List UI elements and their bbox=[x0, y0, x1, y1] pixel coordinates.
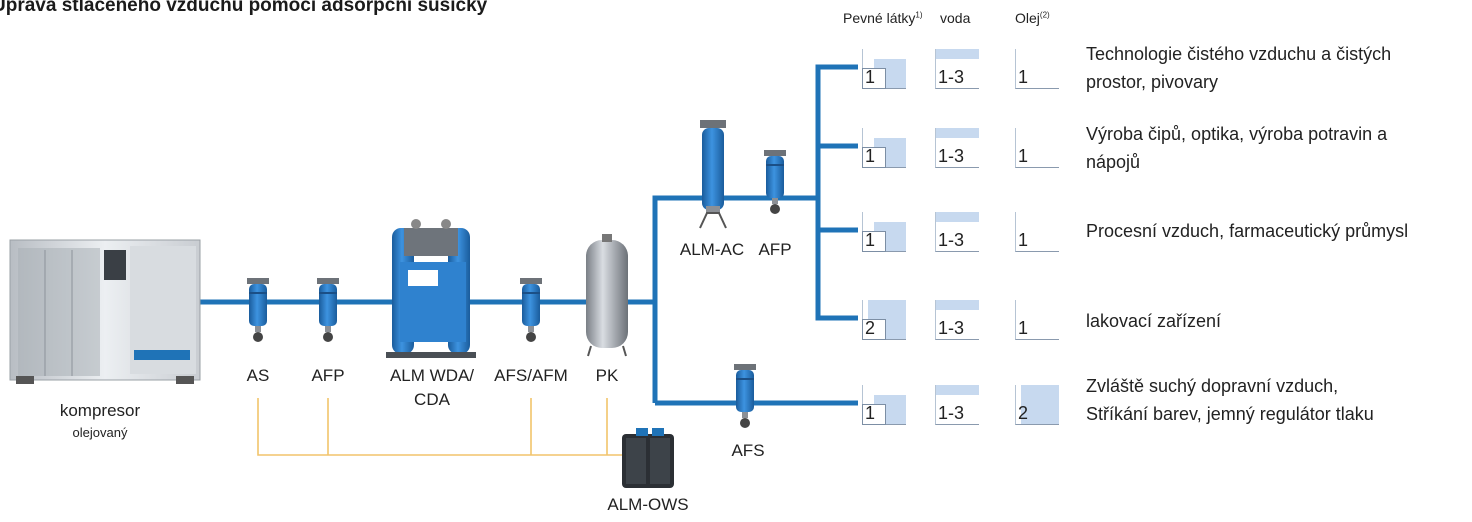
alm-ac-tower bbox=[699, 120, 727, 229]
afp-branch-filter bbox=[764, 150, 786, 214]
compressor-label: kompresor bbox=[59, 401, 141, 420]
solids-class-box: 1 bbox=[862, 385, 906, 425]
condensate-lines bbox=[257, 398, 622, 456]
water-class-box: 1-3 bbox=[935, 385, 979, 425]
as-label: AS bbox=[246, 366, 270, 385]
afs-branch-label: AFS bbox=[731, 441, 765, 460]
water-class-box: 1-3 bbox=[935, 300, 979, 340]
air-receiver-tank bbox=[586, 234, 628, 357]
application-description: lakovací zařízení bbox=[1086, 311, 1222, 331]
adsorption-dryer bbox=[386, 219, 476, 358]
water-class-box: 1-3 bbox=[935, 49, 979, 89]
pk-label: PK bbox=[595, 366, 619, 385]
header-solids: Pevné látky1) bbox=[843, 10, 923, 26]
solids-class-box: 1 bbox=[862, 212, 906, 252]
dryer-label-line2: CDA bbox=[414, 390, 450, 409]
application-description: Procesní vzduch, farmaceutický průmysl bbox=[1086, 221, 1409, 241]
solids-class-box: 1 bbox=[862, 49, 906, 89]
oil-class-box: 1 bbox=[1015, 49, 1059, 89]
header-water: voda bbox=[940, 10, 971, 26]
oil-water-separator bbox=[622, 428, 674, 488]
ows-label: ALM-OWS bbox=[607, 495, 689, 514]
oil-class-box: 1 bbox=[1015, 212, 1059, 252]
oil-class-box: 2 bbox=[1015, 385, 1059, 425]
afs-afm-label: AFS/AFM bbox=[494, 366, 568, 385]
oil-class-box: 1 bbox=[1015, 300, 1059, 340]
water-class-box: 1-3 bbox=[935, 212, 979, 252]
afp-filter bbox=[317, 278, 339, 342]
alm-ac-label: ALM-AC bbox=[679, 240, 745, 259]
solids-class-box: 1 bbox=[862, 128, 906, 168]
solids-class-box: 2 bbox=[862, 300, 906, 340]
header-oil: Olej(2) bbox=[1015, 10, 1050, 26]
as-filter bbox=[247, 278, 269, 342]
afp-label: AFP bbox=[311, 366, 345, 385]
pipeline bbox=[200, 64, 858, 406]
application-description: Zvláště suchý dopravní vzduch,Stříkání b… bbox=[1086, 376, 1374, 424]
afs-afm-filter bbox=[520, 278, 542, 342]
dryer-label-line1: ALM WDA/ bbox=[389, 366, 475, 385]
afs-branch-filter bbox=[734, 364, 756, 428]
afp-branch-label: AFP bbox=[758, 240, 792, 259]
compressor-unit bbox=[9, 239, 201, 384]
compressor-sublabel: olejovaný bbox=[72, 425, 128, 440]
diagram-title: Úprava stlačeného vzduchu pomocí adsorpč… bbox=[0, 0, 488, 16]
oil-class-box: 1 bbox=[1015, 128, 1059, 168]
water-class-box: 1-3 bbox=[935, 128, 979, 168]
